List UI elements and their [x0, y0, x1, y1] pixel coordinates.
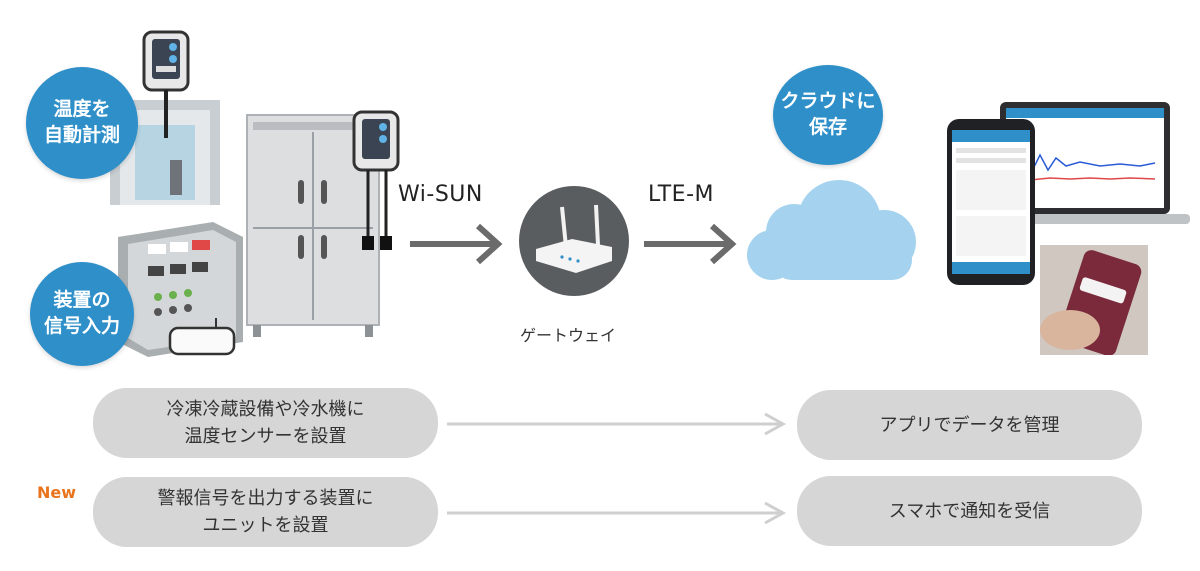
control-panel-image — [118, 222, 243, 357]
temperature-bubble: 温度を 自動計測 — [26, 67, 138, 179]
wisun-label: Wi-SUN — [398, 182, 483, 207]
ltem-label: LTE-M — [648, 182, 714, 207]
wisun-arrow-icon — [408, 222, 503, 266]
notification-photo-image — [1040, 245, 1148, 356]
ltem-arrow-icon — [642, 222, 737, 266]
row2-left-pill: 警報信号を出力する装置に ユニットを設置 — [93, 477, 438, 547]
row1-right-pill: アプリでデータを管理 — [797, 390, 1142, 460]
signal-bubble: 装置の 信号入力 — [30, 262, 134, 366]
gateway-label: ゲートウェイ — [520, 326, 617, 345]
smartphone-app-image — [946, 118, 1036, 286]
new-badge: New — [37, 483, 77, 502]
temperature-sensor-icon — [142, 30, 192, 140]
cloud-bubble: クラウドに 保存 — [773, 65, 883, 165]
row1-left-pill: 冷凍冷蔵設備や冷水機に 温度センサーを設置 — [93, 388, 438, 458]
signal-unit-icon — [168, 298, 238, 358]
row2-right-pill: スマホで通知を受信 — [797, 476, 1142, 546]
cloud-icon — [744, 170, 919, 285]
refrigerator-sensor-icon — [352, 110, 400, 260]
row2-arrow-icon — [447, 501, 787, 525]
row1-arrow-icon — [447, 412, 787, 436]
gateway-image — [518, 185, 630, 297]
